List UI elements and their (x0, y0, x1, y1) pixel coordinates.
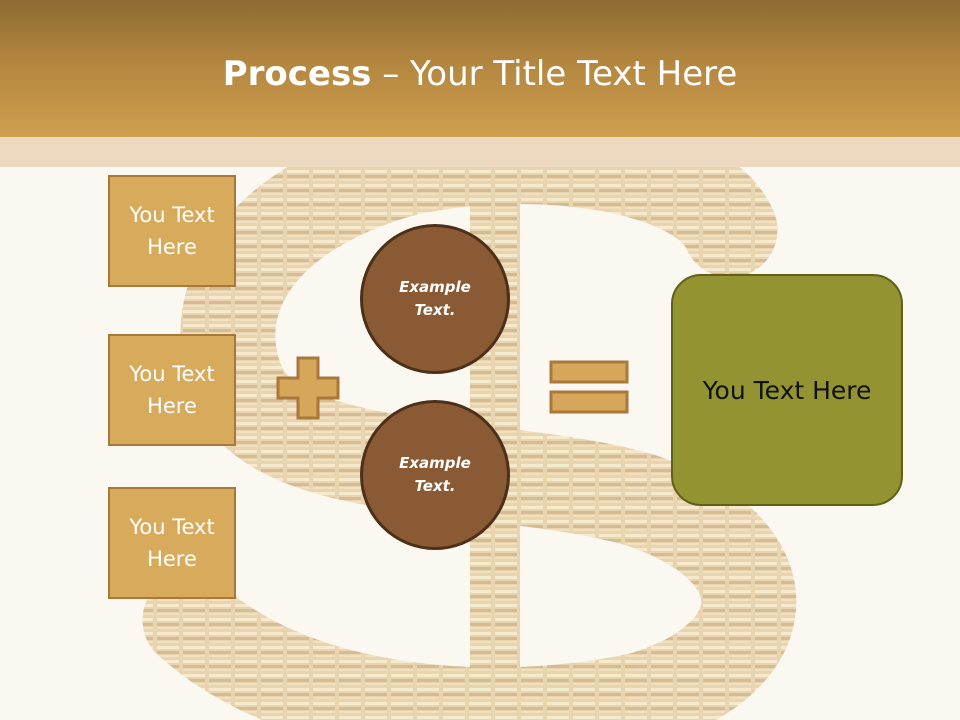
example-circle-label: Example Text. (399, 278, 471, 319)
slide-title: Process – Your Title Text Here (0, 52, 960, 96)
title-underline-strip (0, 137, 960, 167)
plus-icon (276, 356, 340, 420)
result-box[interactable]: You Text Here (671, 274, 903, 506)
example-circle-label: Example Text. (399, 454, 471, 495)
left-text-box-label: You Text Here (129, 515, 215, 571)
result-box-label: You Text Here (702, 375, 872, 405)
left-text-box-1[interactable]: You Text Here (108, 175, 236, 287)
slide-title-rest: – Your Title Text Here (371, 54, 738, 94)
left-text-box-label: You Text Here (129, 203, 215, 259)
left-text-box-label: You Text Here (129, 362, 215, 418)
left-text-box-3[interactable]: You Text Here (108, 487, 236, 599)
example-circle-1[interactable]: Example Text. (360, 224, 510, 374)
equals-icon (549, 360, 629, 414)
example-circle-2[interactable]: Example Text. (360, 400, 510, 550)
slide-title-bold: Process (222, 54, 372, 94)
title-bar (0, 0, 960, 137)
left-text-box-2[interactable]: You Text Here (108, 334, 236, 446)
